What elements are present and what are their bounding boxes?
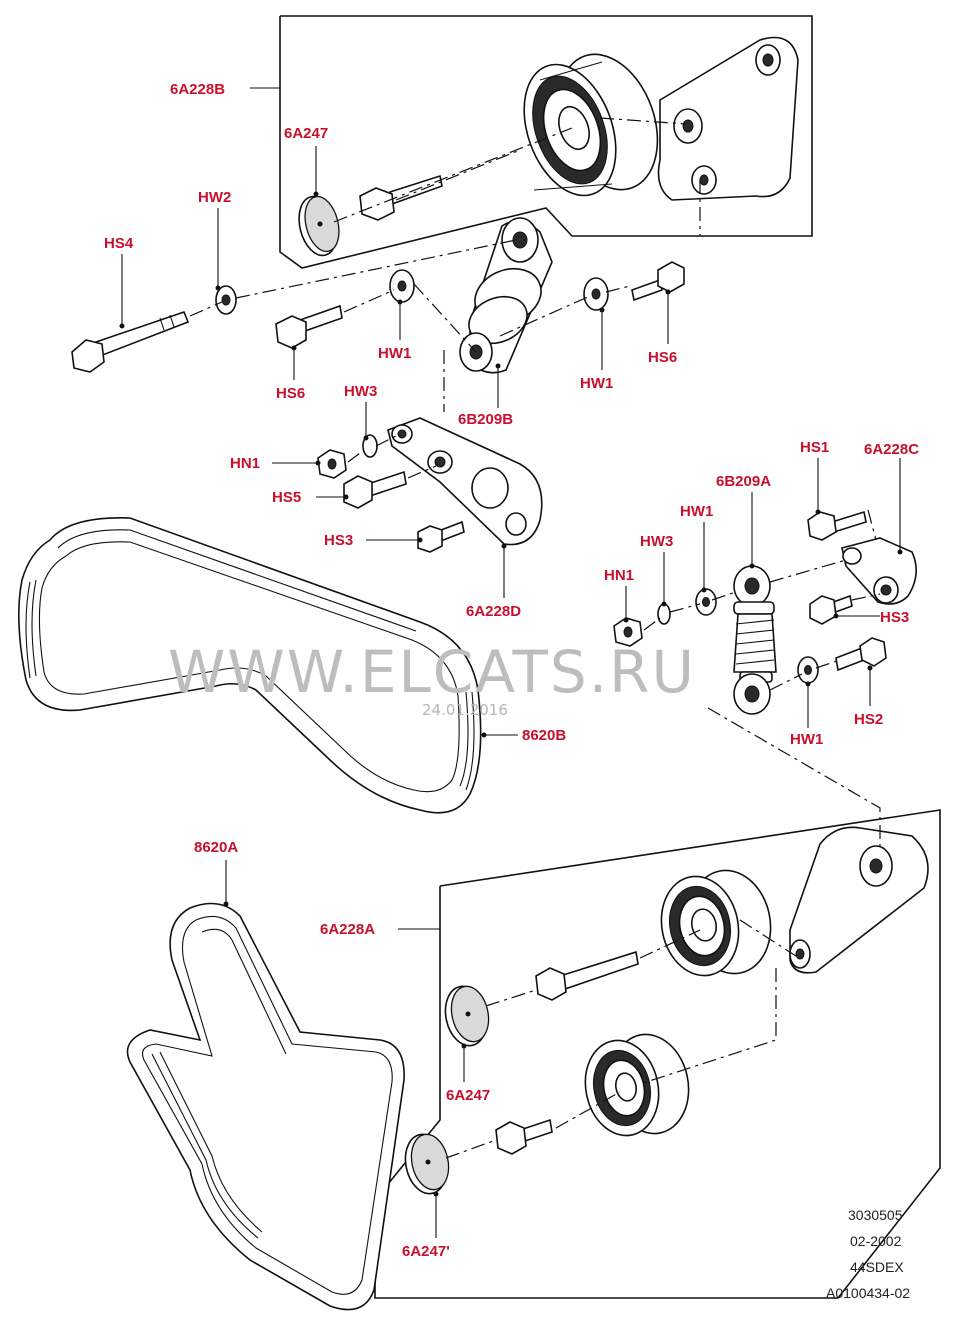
washer-HW3-right: [657, 603, 671, 625]
label-HS4: HS4: [104, 235, 134, 252]
bolt-short-bottom: [495, 1118, 553, 1155]
cover-6A247-top: [298, 195, 340, 257]
label-6A228B: 6A228B: [170, 81, 225, 98]
bolt-HS2: [835, 637, 887, 672]
label-6A247-mid: 6A247: [446, 1087, 490, 1104]
damper-6B209B: [459, 217, 553, 374]
label-HN1-right: HN1: [604, 567, 634, 584]
bracket-6A228B: [657, 36, 799, 201]
belt-8620A: [126, 902, 405, 1311]
label-6A228A: 6A228A: [320, 921, 375, 938]
info-line-2: 02-2002: [850, 1233, 902, 1249]
info-line-4: A0100434-02: [826, 1285, 910, 1301]
watermark-date: 24.01.2016: [422, 701, 508, 719]
top-assembly-frame: [279, 15, 813, 269]
label-HW2: HW2: [198, 189, 231, 206]
label-6A247-top: 6A247: [284, 125, 328, 142]
washer-HW1-bottom: [797, 656, 819, 684]
label-HW1-bottom: HW1: [790, 731, 823, 748]
label-HN1-left: HN1: [230, 455, 260, 472]
bolt-HS6-left: [275, 304, 343, 349]
bolt-HS3-left: [417, 520, 465, 553]
pulley-lower-6A228A: [584, 1033, 690, 1137]
bolt-HS4: [71, 310, 190, 373]
bracket-6A228D: [387, 417, 543, 546]
label-HW1-mid: HW1: [680, 503, 713, 520]
label-HS6-right: HS6: [648, 349, 677, 366]
label-8620A: 8620A: [194, 839, 238, 856]
label-HS3-right: HS3: [880, 609, 909, 626]
label-6B209B: 6B209B: [458, 411, 513, 428]
label-HS3-left: HS3: [324, 532, 353, 549]
label-HW3-left: HW3: [344, 383, 377, 400]
assembly-lines: [189, 117, 881, 1159]
bolt-HS1: [807, 510, 867, 541]
washer-HW1-right: [583, 277, 609, 311]
bolt-HS6-right: [631, 261, 685, 302]
watermark-text: WWW.ELCATS.RU: [168, 638, 696, 706]
drawing-info: 3030505 02-2002 44SDEX A0100434-02: [826, 1207, 910, 1301]
bottom-assembly-frame: [374, 809, 941, 1299]
label-HS5: HS5: [272, 489, 301, 506]
leader-lines: [119, 87, 903, 1238]
belt-8620B: [18, 517, 482, 814]
cover-6A247-mid: [444, 985, 490, 1047]
label-6A228C: 6A228C: [864, 441, 919, 458]
info-line-1: 3030505: [848, 1207, 903, 1223]
damper-6B209A: [733, 565, 777, 715]
label-6B209A: 6B209A: [716, 473, 771, 490]
label-HW1-left: HW1: [378, 345, 411, 362]
label-8620B: 8620B: [522, 727, 566, 744]
bracket-6A228A: [789, 826, 929, 974]
label-6A247-bottom: 6A247': [402, 1243, 450, 1260]
part-labels: 6A228B 6A247 HW2 HS4 HS6 HW1 HW1 HS6 HW3…: [104, 81, 919, 1260]
pulley-6A228B: [523, 53, 659, 197]
label-HS1: HS1: [800, 439, 829, 456]
label-6A228D: 6A228D: [466, 603, 521, 620]
label-HS2: HS2: [854, 711, 883, 728]
bolt-long-bottom: [535, 950, 639, 1001]
washer-HW1-left: [389, 269, 415, 303]
washer-HW1-mid: [695, 588, 717, 616]
bracket-6A228C: [841, 537, 917, 605]
label-HW1-right: HW1: [580, 375, 613, 392]
cover-6A247-bottom: [404, 1133, 450, 1195]
bolt-HS5: [343, 470, 407, 509]
label-HW3-right: HW3: [640, 533, 673, 550]
pulley-upper-6A228A: [660, 869, 772, 977]
label-HS6-left: HS6: [276, 385, 305, 402]
washer-HW2: [215, 285, 237, 315]
bolt-HS3-right: [809, 594, 853, 625]
info-line-3: 44SDEX: [850, 1259, 904, 1275]
nut-HN1-left: [317, 449, 347, 479]
